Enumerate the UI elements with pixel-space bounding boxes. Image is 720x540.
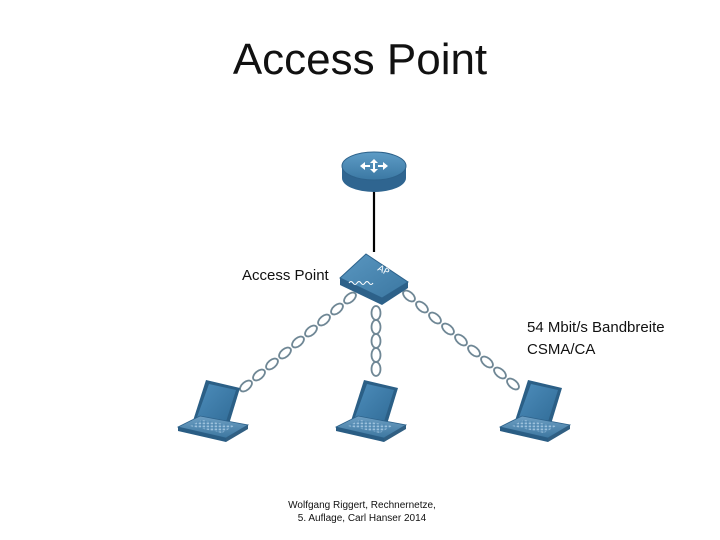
- laptop-icon: [498, 380, 572, 442]
- router-icon: [341, 151, 407, 192]
- credit-line-2: 5. Auflage, Carl Hanser 2014: [297, 513, 427, 524]
- wireless-link-left: [239, 291, 357, 393]
- wireless-link-center: [370, 305, 382, 377]
- slide-title: Access Point: [232, 35, 488, 84]
- access-point-label: Access Point: [242, 267, 329, 284]
- laptop-icon: [176, 380, 250, 442]
- wireless-link-right: [402, 289, 520, 391]
- access-method-label: CSMA/CA: [527, 341, 596, 358]
- source-credit: Wolfgang Riggert, Rechnernetze, 5. Aufla…: [272, 499, 452, 525]
- wireless-access-point-icon: AP: [339, 253, 409, 305]
- laptop-icon: [334, 380, 408, 442]
- bandwidth-label: 54 Mbit/s Bandbreite: [527, 319, 665, 336]
- credit-line-1: Wolfgang Riggert, Rechnernetze,: [288, 500, 436, 511]
